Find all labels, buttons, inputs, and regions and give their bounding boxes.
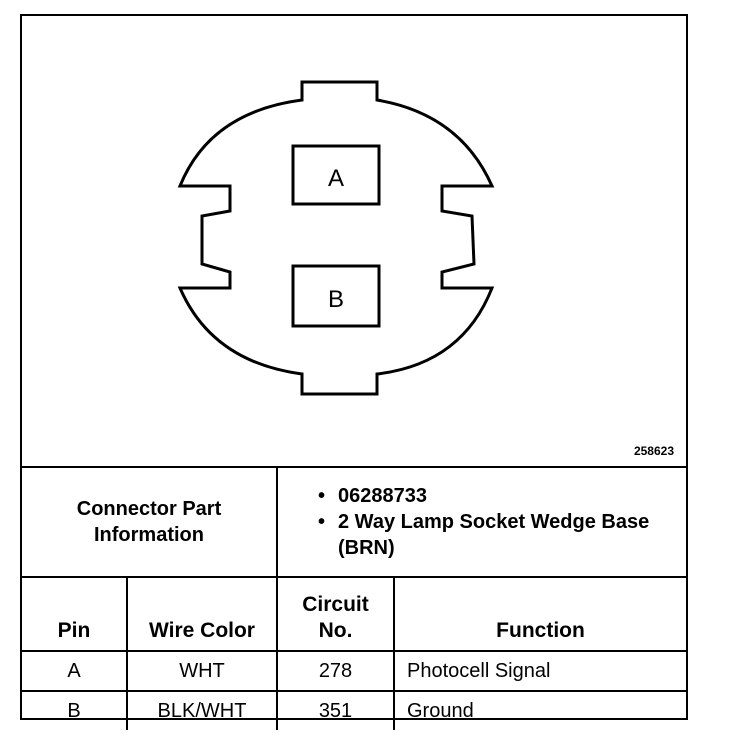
pin-cell: B xyxy=(22,690,128,730)
circuit-header-line1: Circuit xyxy=(302,593,369,616)
pin-b-label: B xyxy=(328,286,344,313)
table-row: A WHT 278 Photocell Signal xyxy=(22,650,686,692)
pin-b-cavity xyxy=(291,264,381,328)
table-header-row: Pin Wire Color Circuit No. Function xyxy=(22,576,686,652)
connector-diagram-frame: A B 258623 Connector Part Information 06… xyxy=(20,14,688,730)
circuit-header-line2: No. xyxy=(318,619,353,642)
function-header: Function xyxy=(393,576,686,652)
function-cell: Ground xyxy=(393,690,686,730)
pin-header: Pin xyxy=(22,576,128,652)
circuit-cell: 278 xyxy=(276,650,395,692)
figure-number: 258623 xyxy=(633,444,674,458)
pin-a-label: A xyxy=(328,165,344,192)
connector-body-outline xyxy=(177,80,495,396)
part-info-list: 06288733 2 Way Lamp Socket Wedge Base (B… xyxy=(318,483,686,561)
wire-color-cell: WHT xyxy=(126,650,278,692)
function-cell: Photocell Signal xyxy=(393,650,686,692)
connector-face-view: A B 258623 xyxy=(22,16,686,466)
wire-color-cell: BLK/WHT xyxy=(126,690,278,730)
pin-cell: A xyxy=(22,650,128,692)
part-info-content: 06288733 2 Way Lamp Socket Wedge Base (B… xyxy=(276,466,686,578)
part-info-row: Connector Part Information 06288733 2 Wa… xyxy=(22,466,686,578)
connector-outline-svg: A B xyxy=(177,80,495,396)
pin-a-cavity xyxy=(291,144,381,206)
wire-color-header: Wire Color xyxy=(126,576,278,652)
circuit-header: Circuit No. xyxy=(276,576,395,652)
table-row: B BLK/WHT 351 Ground xyxy=(22,690,686,730)
circuit-cell: 351 xyxy=(276,690,395,730)
part-info-label-line2: Information xyxy=(94,524,204,546)
part-info-label: Connector Part Information xyxy=(22,466,278,578)
part-number: 06288733 xyxy=(318,483,686,509)
connector-info-table: Connector Part Information 06288733 2 Wa… xyxy=(22,466,686,730)
part-info-label-line1: Connector Part xyxy=(76,498,222,520)
part-description: 2 Way Lamp Socket Wedge Base (BRN) xyxy=(318,509,686,561)
